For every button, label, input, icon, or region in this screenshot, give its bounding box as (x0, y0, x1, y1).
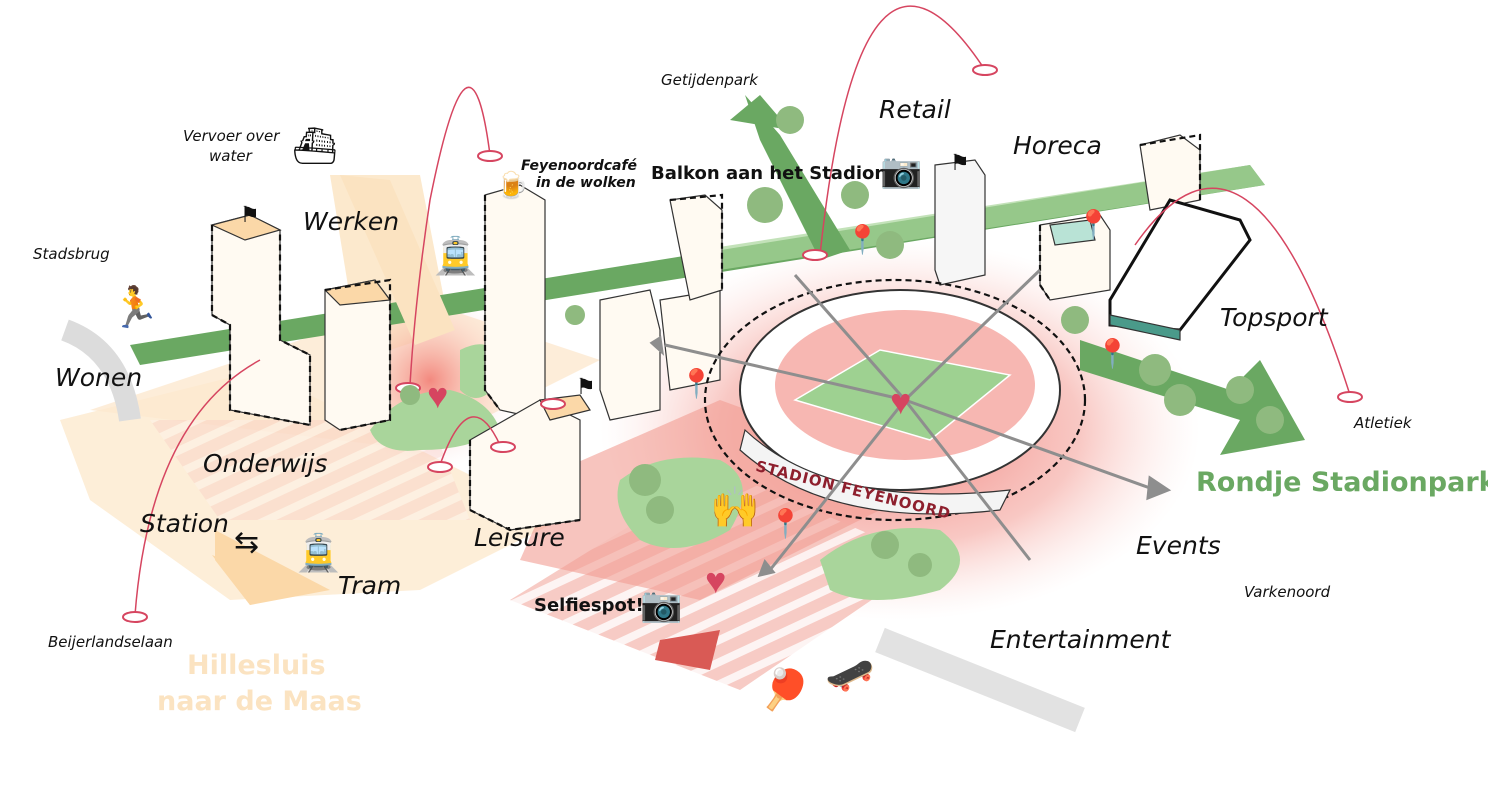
label-varkenoord: Varkenoord (1244, 583, 1331, 601)
flag-icon: ⚑ (576, 374, 596, 399)
label-atletiek: Atletiek (1354, 414, 1412, 432)
label-werken: Werken (303, 207, 400, 236)
ns-train-icon: ⇆ (234, 526, 260, 559)
camera-icon: 📷 (640, 586, 683, 624)
flag-icon: ⚑ (950, 150, 970, 175)
map-pin-icon: 📍 (1076, 209, 1111, 240)
padel-icon: 🏓 (760, 668, 810, 712)
trees (400, 106, 1284, 577)
label-hillesluis-line2: naar de Maas (157, 686, 362, 717)
heart-icon: ♥ (705, 560, 727, 601)
beer-icon: 🍺 (496, 170, 529, 200)
boat-icon: ⛴ (292, 125, 338, 166)
label-wonen: Wonen (55, 363, 143, 392)
dashed-outlines (210, 133, 1202, 532)
label-topsport: Topsport (1220, 303, 1328, 332)
map-pin-icon: 📍 (679, 368, 714, 399)
heart-icon: ♥ (890, 381, 912, 422)
label-tram: Tram (338, 571, 402, 600)
label-getijdenpark: Getijdenpark (661, 71, 758, 89)
map-pin-icon: 📍 (1095, 338, 1130, 369)
heart-icon: ♥ (427, 375, 449, 416)
label-retail: Retail (879, 95, 951, 124)
runner-icon: 🏃 (110, 286, 160, 330)
label-onderwijs: Onderwijs (203, 449, 328, 478)
label-station: Station (140, 509, 229, 538)
label-beijerlandselaan: Beijerlandselaan (48, 633, 173, 651)
label-vervoer-line2: water (209, 147, 252, 165)
label-rondje-stadionpark: Rondje Stadionpark (1196, 467, 1488, 498)
label-selfiespot: Selfiespot! (534, 595, 644, 616)
label-entertainment: Entertainment (990, 625, 1171, 654)
label-feyenoordcafe-line1: Feyenoordcafé (521, 158, 638, 174)
fans-icon: 🙌 (710, 486, 760, 530)
stadium-arrows (649, 268, 1172, 578)
map-pin-icon: 📍 (845, 224, 880, 255)
label-leisure: Leisure (474, 523, 565, 552)
label-stadsbrug: Stadsbrug (33, 245, 110, 263)
label-events: Events (1136, 531, 1221, 560)
camera-icon: 📷 (880, 152, 923, 190)
flag-icon: ⚑ (240, 202, 260, 227)
label-balkon: Balkon aan het Stadion! (651, 163, 896, 184)
tram-icon: 🚊 (296, 532, 341, 573)
label-hillesluis-line1: Hillesluis (187, 650, 326, 681)
tram-icon: 🚊 (433, 235, 478, 276)
label-horeca: Horeca (1013, 131, 1102, 160)
buildings (210, 134, 1252, 531)
label-feyenoordcafe-line2: in de wolken (536, 175, 636, 191)
cream-arrows (212, 175, 455, 605)
road-west (60, 319, 141, 422)
connection-arcs (134, 5, 1351, 616)
road-south (875, 627, 1085, 733)
label-vervoer-line1: Vervoer over (183, 127, 280, 145)
map-pin-icon: 📍 (768, 508, 803, 539)
skateboard-icon: 🛹 (825, 653, 875, 697)
